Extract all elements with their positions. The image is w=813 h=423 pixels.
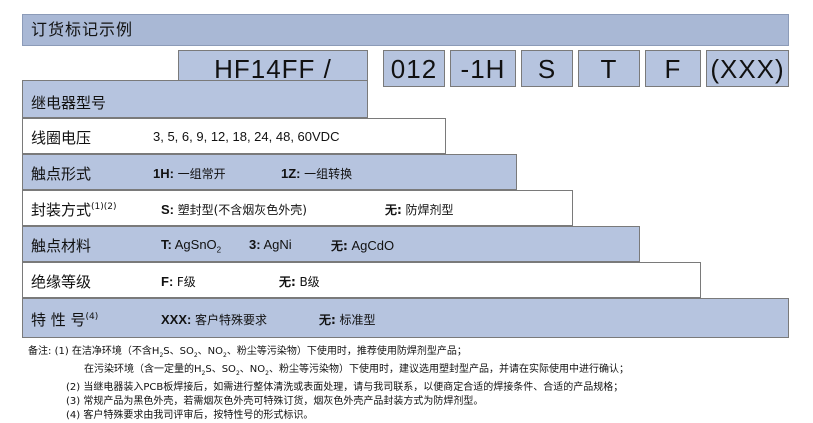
row-contact-material: 触点材料 T: AgSnO2 3: AgNi 无: AgCdO bbox=[22, 226, 640, 262]
row-relay-type: 继电器型号 bbox=[22, 80, 368, 118]
code-special: (XXX) bbox=[706, 50, 789, 87]
option-text: B级 bbox=[299, 275, 320, 289]
row-label: 继电器型号 bbox=[31, 94, 107, 112]
row-label: 绝缘等级 bbox=[31, 273, 92, 291]
option-code: 无: bbox=[319, 313, 336, 327]
row-label: 线圈电压 bbox=[31, 129, 92, 147]
notes: 备注: (1) 在洁净环境（不含H2S、SO2、NO2、粉尘等污染物）下使用时，… bbox=[28, 345, 629, 423]
note-1a: 备注: (1) 在洁净环境（不含H2S、SO2、NO2、粉尘等污染物）下使用时，… bbox=[28, 346, 467, 359]
option-text: 一组转换 bbox=[304, 167, 353, 181]
option-code: 无: bbox=[331, 239, 348, 253]
row-label: 特 性 号(4) bbox=[31, 311, 99, 329]
option-text: 一组常开 bbox=[177, 167, 226, 181]
section-title: 订货标记示例 bbox=[22, 14, 789, 46]
code-insulation: F bbox=[645, 50, 701, 87]
option-code: 无: bbox=[385, 203, 402, 217]
row-contact-form: 触点形式 1H: 一组常开 1Z: 一组转换 bbox=[22, 154, 517, 190]
option-code: 无: bbox=[279, 275, 296, 289]
option-code: 1H: bbox=[153, 166, 174, 181]
option-text: 塑封型(不含烟灰色外壳) bbox=[177, 203, 307, 217]
row-coil-voltage: 线圈电压 3, 5, 6, 9, 12, 18, 24, 48, 60VDC bbox=[22, 118, 446, 154]
option-text: AgNi bbox=[263, 237, 292, 252]
row-label: 触点材料 bbox=[31, 237, 92, 255]
option-code: T: bbox=[161, 237, 172, 252]
option-code: F: bbox=[161, 274, 174, 289]
option-text: 标准型 bbox=[339, 313, 376, 327]
note-1b: 在污染环境（含一定量的H2S、SO2、NO2、粉尘等污染物）下使用时，建议选用塑… bbox=[84, 364, 629, 377]
row-label: 触点形式 bbox=[31, 165, 92, 183]
note-3: (3) 常规产品为黑色外壳，若需烟灰色外壳可特殊订货，烟灰色外壳产品封装方式为防… bbox=[66, 396, 484, 407]
option-code: 3: bbox=[249, 237, 261, 252]
row-label: 封装方式(1)(2) bbox=[31, 201, 117, 219]
row-package: 封装方式(1)(2) S: 塑封型(不含烟灰色外壳) 无: 防焊剂型 bbox=[22, 190, 573, 226]
code-contact-material: T bbox=[578, 50, 640, 87]
voltage-list: 3, 5, 6, 9, 12, 18, 24, 48, 60VDC bbox=[153, 129, 340, 144]
note-2: (2) 当继电器装入PCB板焊接后，如需进行整体清洗或表面处理，请与我司联系，以… bbox=[66, 382, 624, 393]
option-code: S: bbox=[161, 202, 174, 217]
row-special: 特 性 号(4) XXX: 客户特殊要求 无: 标准型 bbox=[22, 298, 789, 338]
option-code: 1Z: bbox=[281, 166, 301, 181]
option-code: XXX: bbox=[161, 312, 192, 327]
option-text: 防焊剂型 bbox=[405, 203, 454, 217]
option-text: F级 bbox=[176, 275, 196, 289]
code-contact-form: -1H bbox=[450, 50, 516, 87]
note-4: (4) 客户特殊要求由我司评审后，按特性号的形式标识。 bbox=[66, 410, 314, 421]
option-text: AgCdO bbox=[351, 238, 395, 253]
code-package: S bbox=[521, 50, 573, 87]
option-text: AgSnO2 bbox=[174, 237, 222, 255]
row-insulation: 绝缘等级 F: F级 无: B级 bbox=[22, 262, 701, 298]
option-text: 客户特殊要求 bbox=[194, 313, 267, 327]
code-voltage: 012 bbox=[383, 50, 445, 87]
